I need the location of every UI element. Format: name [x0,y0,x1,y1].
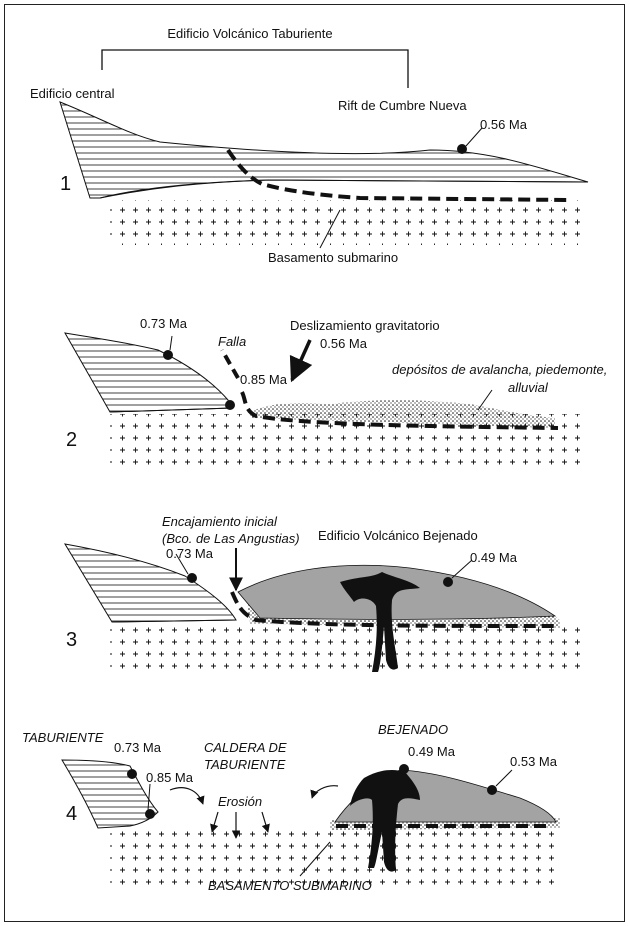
age-dot-4d [487,785,497,795]
age-label-3b: 0.49 Ma [470,550,518,565]
age-dot-3b [443,577,453,587]
feeder-dike-3 [340,572,420,672]
bracket [101,49,409,88]
panel-2: 0.73 Ma Falla 0.85 Ma Deslizamiento grav… [64,316,607,466]
incision-label-2: (Bco. de Las Angustias) [162,531,300,546]
panel-number-3: 3 [66,629,77,651]
deposits-label-2: alluvial [508,380,549,395]
erosion-arrow-c [261,811,270,833]
age-label-1: 0.56 Ma [480,117,528,132]
basement-crosses-3 [110,624,588,669]
bracket-title: Edificio Volcánico Taburiente [167,26,332,41]
erosion-arrow-left [169,787,205,805]
age-dot-2b [225,400,235,410]
central-edifice-label: Edificio central [30,86,115,101]
taburiente-edifice-2 [64,332,233,413]
age-label-4c: 0.49 Ma [408,744,456,759]
panel-number-1: 1 [60,173,71,195]
caldera-label-1: CALDERA DE [204,740,287,755]
erosion-arrow-a [210,811,219,833]
age-label-4a: 0.73 Ma [114,740,162,755]
landslide-age-label: 0.56 Ma [320,336,368,351]
age-dot-2a [163,350,173,360]
age-dot-1 [457,144,467,154]
taburiente-edifice-3 [64,543,237,623]
panel-1: Edificio Volcánico Taburiente Edificio c… [30,26,589,265]
age-label-3a: 0.73 Ma [166,546,214,561]
age-dot-4b [145,809,155,819]
landslide-arrow [289,339,313,383]
taburiente-label: TABURIENTE [22,730,104,745]
detachment-surface-2 [240,391,559,430]
panel-number-2: 2 [66,429,77,451]
panel-number-4: 4 [66,803,77,825]
panel-4: TABURIENTE 0.73 Ma 0.85 Ma CALDERA DE TA… [22,722,560,893]
avalanche-deposit-2 [250,400,555,428]
landslide-label: Deslizamiento gravitatorio [290,318,440,333]
age-label-4d: 0.53 Ma [510,754,558,769]
age-dot-3a [187,573,197,583]
bejenado-label: BEJENADO [378,722,448,737]
fault-label: Falla [218,334,246,349]
bejenado-volcano-label: Edificio Volcánico Bejenado [318,528,478,543]
age-dot-4a [127,769,137,779]
basement-crosses-4 [110,826,555,888]
erosion-arrow-right [310,785,339,799]
detachment-surface-3 [230,591,559,628]
incision-label-1: Encajamiento inicial [162,514,278,529]
panel-3: Encajamiento inicial (Bco. de Las Angust… [64,514,588,672]
basement-label-4: BASAMENTO SUBMARINO [208,878,372,893]
erosion-label: Erosión [218,794,262,809]
age-label-2a: 0.73 Ma [140,316,188,331]
deposits-label-1: depósitos de avalancha, piedemonte, [392,362,607,377]
feeder-dike-4 [350,770,420,872]
basement-label-1: Basamento submarino [268,250,398,265]
rift-label: Rift de Cumbre Nueva [338,98,467,113]
age-label-2b: 0.85 Ma [240,372,288,387]
age-label-4b: 0.85 Ma [146,770,194,785]
caldera-label-2: TABURIENTE [204,757,286,772]
figure-frame [4,4,625,922]
detachment-surface-1 [226,148,569,202]
age-dot-4c [399,764,409,774]
basement-crosses-1 [110,200,580,245]
